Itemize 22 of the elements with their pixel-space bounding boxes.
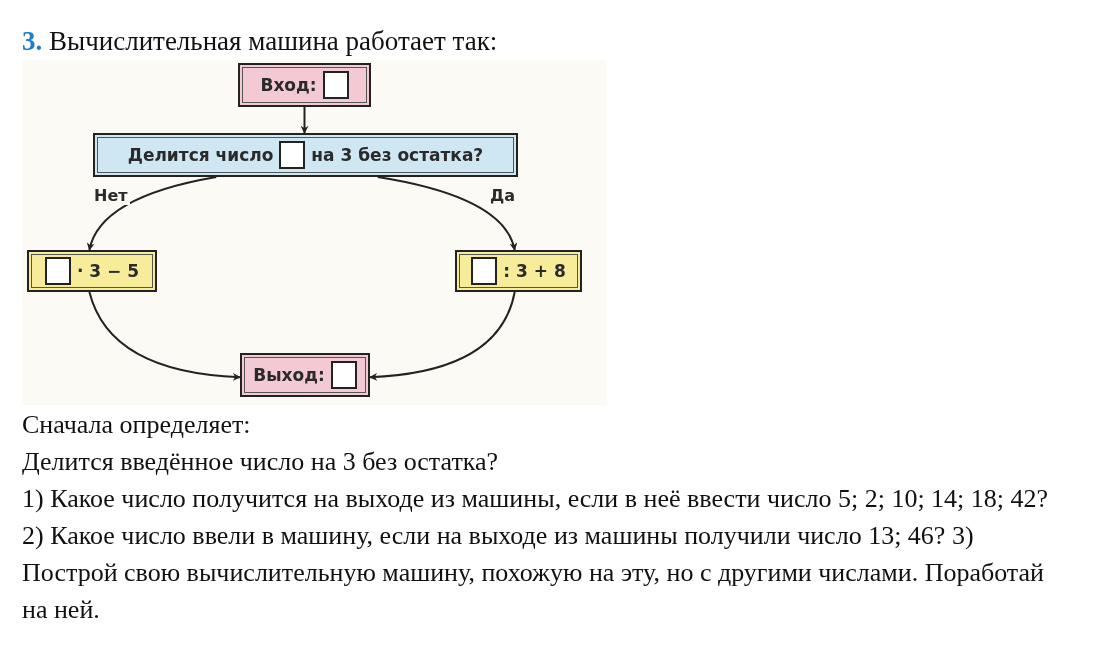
process-box <box>93 133 518 177</box>
arrow <box>300 106 309 134</box>
process-box <box>240 353 370 397</box>
edge-label: Нет <box>92 186 130 205</box>
process-box <box>455 250 582 292</box>
node-text: · 3 − 5 <box>76 261 140 281</box>
node-text: на 3 без остатка? <box>311 145 484 165</box>
node-text: Вход: <box>260 75 317 95</box>
task-text: 2) Какое число ввели в машину, если на выходе из машины получили число 13; 46? 3) Построй свою вычислительную машину, похожую на эту, но с другими числами. Поработай на ней. <box>22 520 1045 626</box>
task-heading: 3. Вычислительная машина работает так: <box>22 26 498 57</box>
node-text: : 3 + 8 <box>503 261 566 281</box>
node-text: Делится число <box>127 145 274 165</box>
arrow <box>87 176 218 251</box>
arrow <box>369 291 516 381</box>
arrow <box>376 176 517 251</box>
process-box <box>27 250 157 292</box>
task-text: 1) Какое число получится на выходе из машины, если в неё ввести число 5; 2; 10; 14; 18; 42? <box>22 483 1050 515</box>
node-text: Выход: <box>253 365 325 385</box>
task-text: Делится введённое число на 3 без остатка? <box>22 446 500 478</box>
task-text: Сначала определяет: <box>22 409 252 441</box>
arrow <box>88 291 241 381</box>
process-box <box>238 63 371 107</box>
